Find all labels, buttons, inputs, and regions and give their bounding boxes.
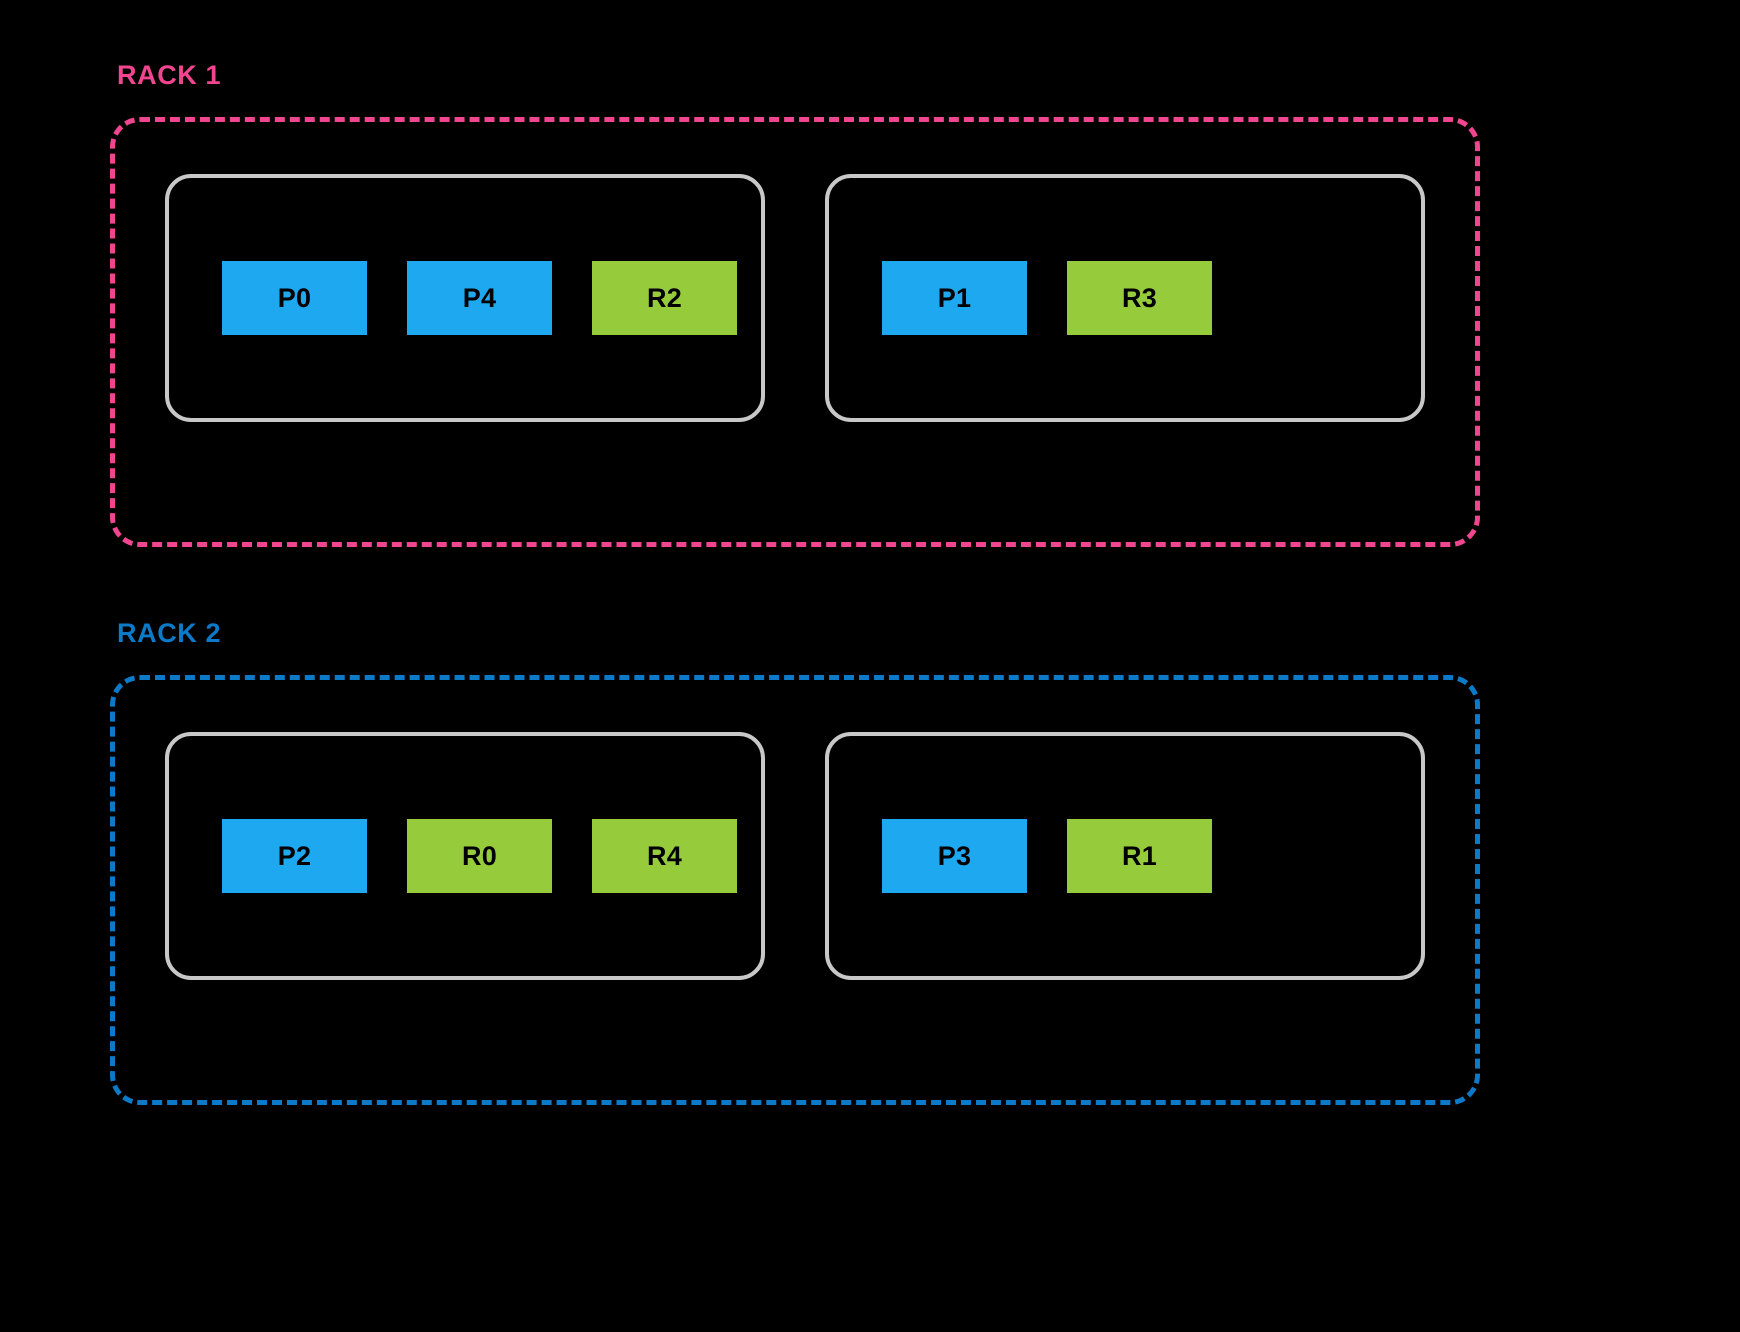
- rack-2-boundary: P2 R0 R4 P3 R1: [110, 675, 1480, 1105]
- rack-1-boundary: P0 P4 R2 P1 R3: [110, 117, 1480, 547]
- rack-1-node-1[interactable]: P0 P4 R2: [165, 174, 765, 422]
- rack-group-2: RACK 2 P2 R0 R4 P3 R1: [110, 620, 1480, 1105]
- chip-p1[interactable]: P1: [882, 261, 1027, 335]
- rack-1-nodes-row: P0 P4 R2 P1 R3: [165, 174, 1425, 422]
- chip-r1[interactable]: R1: [1067, 819, 1212, 893]
- chip-r4[interactable]: R4: [592, 819, 737, 893]
- chip-p0[interactable]: P0: [222, 261, 367, 335]
- rack-1-node-2-slots: P1 R3: [882, 261, 1212, 335]
- chip-p3[interactable]: P3: [882, 819, 1027, 893]
- rack-2-node-1-slots: P2 R0 R4: [222, 819, 737, 893]
- chip-r2[interactable]: R2: [592, 261, 737, 335]
- rack-2-label: RACK 2: [117, 618, 222, 648]
- rack-2-nodes-row: P2 R0 R4 P3 R1: [165, 732, 1425, 980]
- rack-2-node-2[interactable]: P3 R1: [825, 732, 1425, 980]
- chip-r3[interactable]: R3: [1067, 261, 1212, 335]
- rack-1-label: RACK 1: [117, 60, 222, 90]
- chip-p2[interactable]: P2: [222, 819, 367, 893]
- rack-2-node-1[interactable]: P2 R0 R4: [165, 732, 765, 980]
- rack-1-node-1-slots: P0 P4 R2: [222, 261, 737, 335]
- rack-2-node-2-slots: P3 R1: [882, 819, 1212, 893]
- rack-group-1: RACK 1 P0 P4 R2 P1 R3: [110, 62, 1480, 547]
- chip-r0[interactable]: R0: [407, 819, 552, 893]
- rack-1-node-2[interactable]: P1 R3: [825, 174, 1425, 422]
- chip-p4[interactable]: P4: [407, 261, 552, 335]
